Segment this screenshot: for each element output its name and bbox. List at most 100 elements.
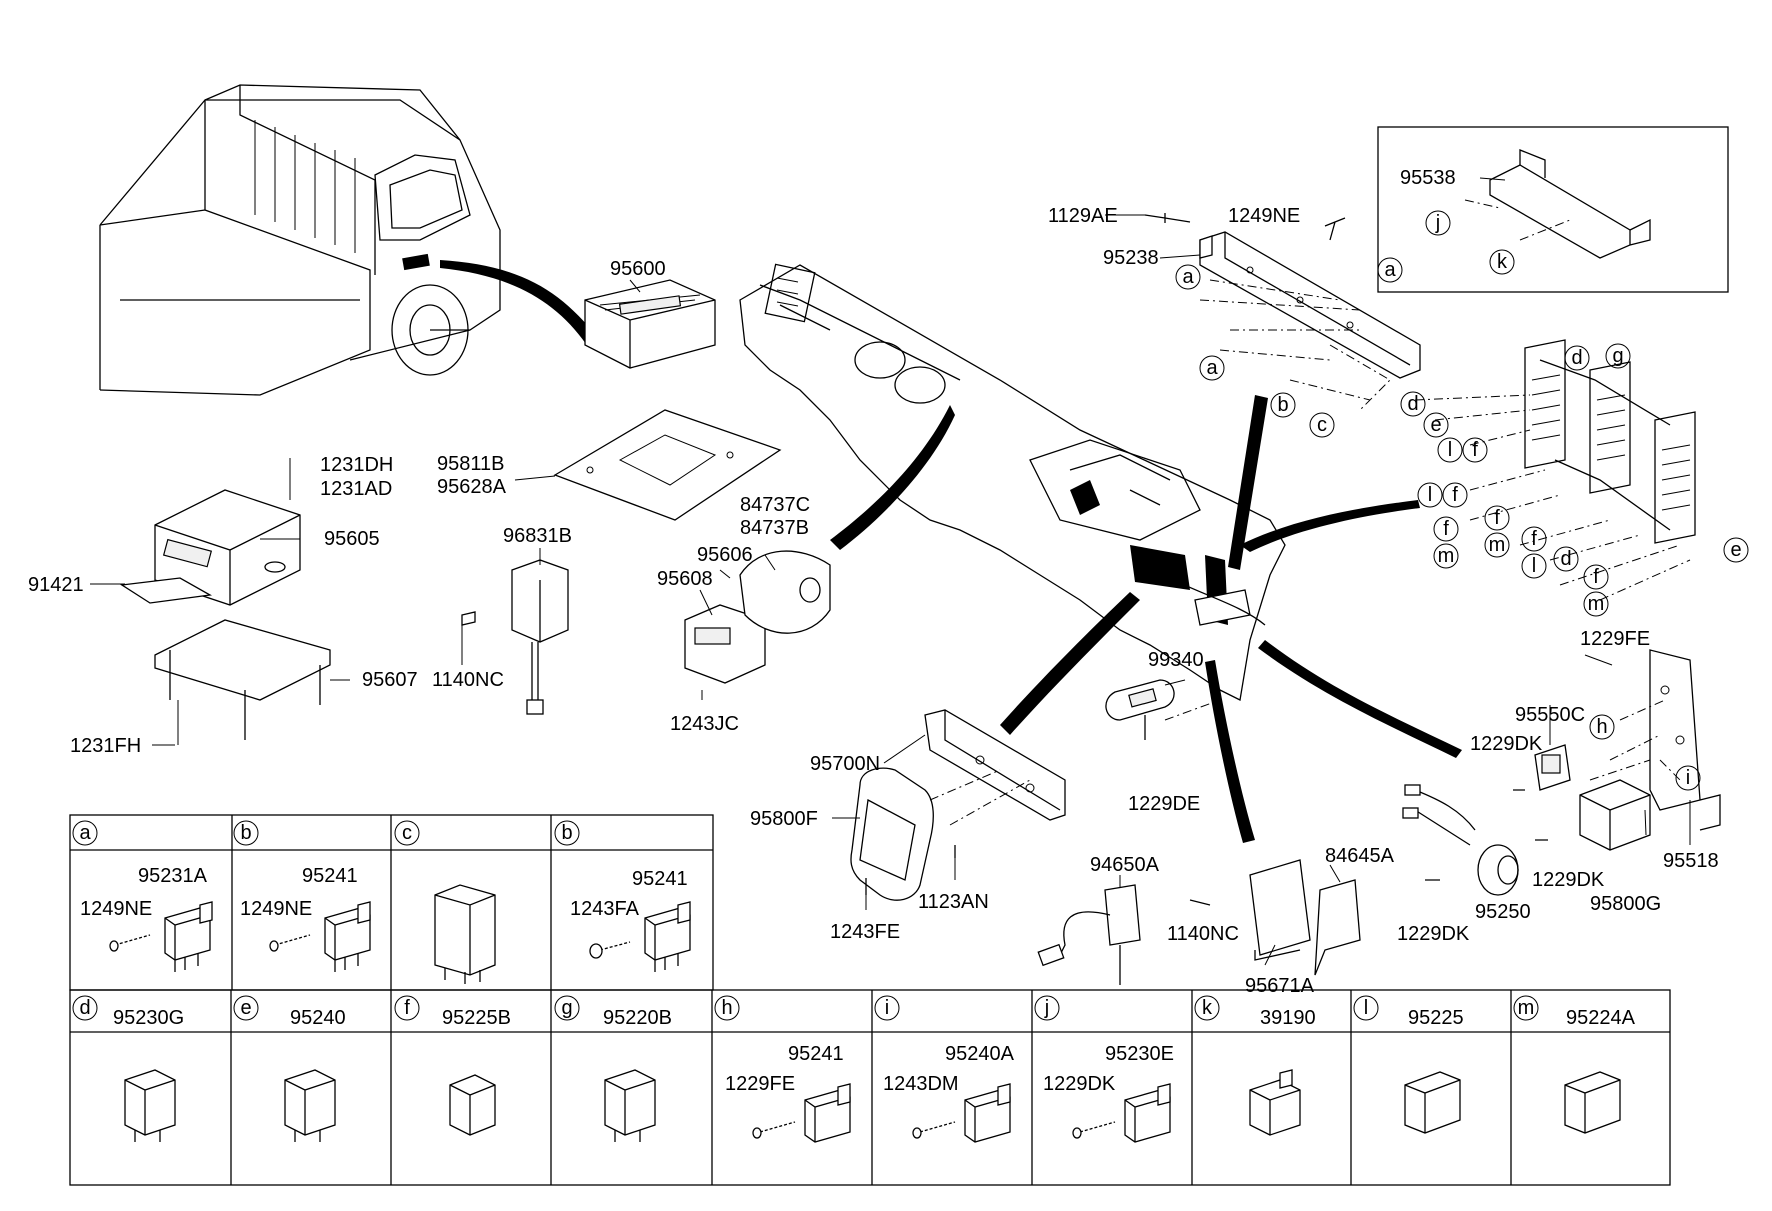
- letter-callout: l: [1448, 439, 1452, 461]
- table-screw: 1249NE: [240, 898, 312, 920]
- callout-1249NE-top: 1249NE: [1228, 205, 1300, 227]
- bracket-95518-assembly: [1402, 649, 1721, 896]
- sensor-94650A: [1037, 884, 1141, 985]
- callout-95800F: 95800F: [750, 808, 818, 830]
- table-part: 95224A: [1566, 1007, 1636, 1029]
- bracket-95700N-assembly: [850, 709, 1066, 901]
- table-letter-g: g: [561, 997, 572, 1019]
- table-labels: a b c b 95231A 1249NE 95241 1249NE 95241…: [72, 820, 1636, 1095]
- table-part: 95241: [302, 865, 358, 887]
- letter-callout: m: [1438, 545, 1455, 567]
- letter-callout: b: [1277, 394, 1288, 416]
- letter-callout: d: [1407, 393, 1418, 415]
- callout-1231FH: 1231FH: [70, 735, 141, 757]
- table-part: 95240A: [945, 1043, 1015, 1065]
- callout-1243JC: 1243JC: [670, 713, 739, 735]
- callout-1140NC-right: 1140NC: [1167, 923, 1239, 945]
- table-letter-k: k: [1202, 997, 1213, 1019]
- callout-1129AE: 1129AE: [1048, 205, 1118, 227]
- table-screw: 1229DK: [1043, 1073, 1116, 1095]
- letter-callout: d: [1560, 548, 1571, 570]
- relay-block: [1414, 339, 1696, 601]
- table-part: 95241: [632, 868, 688, 890]
- letter-callouts: a a a a b c j k d g d e l f l f f m f m …: [1175, 210, 1749, 791]
- detail-box-95538: [1377, 126, 1729, 293]
- table-part: 95220B: [603, 1007, 672, 1029]
- table-part: 95231A: [138, 865, 208, 887]
- callout-95671A: 95671A: [1245, 975, 1315, 997]
- letter-callout: k: [1497, 251, 1508, 273]
- module-95600: [584, 279, 716, 369]
- callout-95608: 95608: [657, 568, 713, 590]
- letter-callout: j: [1435, 212, 1440, 234]
- callout-1123AN: 1123AN: [918, 891, 989, 913]
- letter-callout: m: [1588, 593, 1605, 615]
- letter-callout: f: [1494, 507, 1500, 529]
- table-letter-i: i: [885, 997, 889, 1019]
- module-95671A-assembly: [1189, 859, 1361, 976]
- table-letter-d: d: [79, 997, 90, 1019]
- table-part: 95225: [1408, 1007, 1464, 1029]
- table-screw: 1249NE: [80, 898, 152, 920]
- callout-95550C: 95550C: [1515, 704, 1585, 726]
- table-letter-b: b: [240, 822, 251, 844]
- letter-callout: f: [1593, 566, 1599, 588]
- plate-95811B: [553, 409, 782, 521]
- letter-callout: m: [1489, 534, 1506, 556]
- callout-1140NC-left: 1140NC: [432, 669, 504, 691]
- letter-callout: c: [1317, 414, 1327, 436]
- table-screw: 1243FA: [570, 898, 640, 920]
- letter-callout: f: [1472, 439, 1478, 461]
- callout-1229DE: 1229DE: [1128, 793, 1200, 815]
- table-letter-f: f: [404, 997, 410, 1019]
- table-cell-g: [604, 1069, 656, 1142]
- table-part: 95241: [788, 1043, 844, 1065]
- table-cell-c: [434, 884, 496, 984]
- table-cell-k: [1249, 1069, 1301, 1136]
- letter-callout: h: [1596, 716, 1607, 738]
- table-cell-h: [752, 1083, 851, 1143]
- callout-1229DK-1: 1229DK: [1470, 733, 1543, 755]
- table-letter-e: e: [240, 997, 251, 1019]
- relay-table: [69, 814, 1671, 1186]
- callout-95811B: 95811B: [437, 453, 504, 475]
- letter-callout: a: [1384, 259, 1396, 281]
- callout-91421: 91421: [28, 574, 84, 596]
- dashboard-illustration: [739, 263, 1462, 843]
- callout-95606: 95606: [697, 544, 753, 566]
- callout-84645A: 84645A: [1325, 845, 1395, 867]
- table-screw: 1243DM: [883, 1073, 959, 1095]
- table-letter-j: j: [1044, 997, 1049, 1019]
- table-cell-f: [449, 1074, 496, 1136]
- letter-callout: a: [1206, 357, 1218, 379]
- callout-96831B: 96831B: [503, 525, 572, 547]
- ecu-95605-assembly: [120, 458, 331, 745]
- table-cell-b2: [589, 901, 691, 972]
- callout-1229FE-top: 1229FE: [1580, 628, 1650, 650]
- letter-callout: e: [1430, 414, 1441, 436]
- callout-1229DK-2: 1229DK: [1532, 869, 1605, 891]
- callout-95628A: 95628A: [437, 476, 507, 498]
- table-cell-a: [109, 901, 213, 972]
- callout-95250: 95250: [1475, 901, 1531, 923]
- callout-labels: 95600 1231DH 1231AD 95605 91421 95607 12…: [28, 167, 1719, 997]
- table-cell-j: [1072, 1083, 1171, 1143]
- callout-95605: 95605: [324, 528, 380, 550]
- bracket-95238: [1144, 213, 1421, 411]
- callout-1229DK-3: 1229DK: [1397, 923, 1470, 945]
- letter-callout: d: [1571, 347, 1582, 369]
- table-cell-b1: [269, 901, 371, 972]
- table-cell-e: [284, 1069, 336, 1142]
- callout-84737C: 84737C: [740, 494, 810, 516]
- callout-95800G: 95800G: [1590, 893, 1661, 915]
- table-part: 95225B: [442, 1007, 511, 1029]
- table-letter-a: a: [79, 822, 91, 844]
- table-cell-l: [1404, 1071, 1461, 1134]
- letter-callout: i: [1686, 767, 1690, 789]
- leader-lines: [90, 177, 1691, 966]
- letter-callout: l: [1532, 555, 1536, 577]
- table-letter-b2: b: [561, 822, 572, 844]
- callout-94650A: 94650A: [1090, 854, 1160, 876]
- callout-84737B: 84737B: [740, 517, 809, 539]
- table-part: 95230E: [1105, 1043, 1174, 1065]
